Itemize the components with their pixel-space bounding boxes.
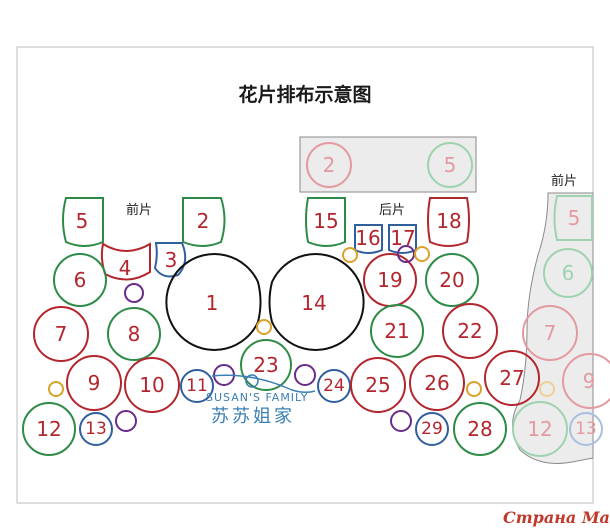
connector-gold-circle [466,381,482,397]
motif-11-label: 11 [186,376,208,396]
motif-29-label: 29 [421,419,443,439]
front-right-label: 前片 [551,173,577,189]
motif-25-circle [350,357,406,413]
motif-25-label: 25 [365,373,390,397]
motif-16-label: 16 [355,226,380,250]
motif-r13-circle [569,412,603,446]
motif-21-circle [370,304,424,358]
motif-top-5-label: 5 [444,153,457,177]
site-mark: Страна Мам [503,508,610,527]
motif-2-label: 2 [197,209,210,233]
motif-15-label: 15 [313,209,338,233]
motif-14-label: 14 [301,291,326,315]
watermark-english: SUSAN'S FAMILY [206,391,308,404]
connector-purple-circle [124,283,144,303]
watermark-swoosh [211,374,316,394]
motif-r5-label: 5 [568,206,581,230]
motif-r5-shape [553,195,593,241]
watermark-chinese: 苏苏姐家 [211,406,295,427]
motif-3-label: 3 [165,248,178,272]
connector-purple-circle [390,410,412,432]
motif-9-circle [66,355,122,411]
motif-7-circle [33,306,89,362]
motif-r9-label: 9 [583,369,596,393]
motif-26-circle [409,355,465,411]
motif-8-circle [107,307,161,361]
motif-22-circle [442,303,498,359]
motif-20-circle [425,253,479,307]
connector-purple-circle [115,410,137,432]
motif-28-label: 28 [467,417,492,441]
motif-12-circle [22,402,76,456]
motif-26-label: 26 [424,371,449,395]
motif-23-label: 23 [253,353,278,377]
motif-4-shape [100,242,151,281]
motif-9-label: 9 [88,371,101,395]
motif-18-label: 18 [436,209,461,233]
motif-10-label: 10 [139,373,164,397]
motif-top-2-label: 2 [323,153,336,177]
motif-22-label: 22 [457,319,482,343]
motif-r6-label: 6 [562,261,575,285]
motif-27-label: 27 [499,366,524,390]
motif-top-5-circle [427,142,473,188]
motif-10-circle [124,357,180,413]
motif-23-circle [240,339,292,391]
motif-r6-circle [543,248,593,298]
diagram-frame [16,46,594,504]
motif-29-circle [415,412,449,446]
motif-12-label: 12 [36,417,61,441]
motif-24-label: 24 [323,376,345,396]
connector-gold-circle [414,246,430,262]
motif-7-label: 7 [55,322,68,346]
motif-r7-circle [522,305,578,361]
motif-top-2-circle [306,142,352,188]
connector-gold-circle [48,381,64,397]
motif-28-circle [453,402,507,456]
back-label: 后片 [379,203,405,218]
motif-24-circle [317,369,351,403]
motif-2-shape [182,197,226,247]
motif-15-shape [305,197,346,247]
motif-13-circle [79,412,113,446]
connector-purple-circle [294,364,316,386]
motif-5-shape [62,197,104,247]
watermark-yarn-ball-icon [245,374,259,388]
motif-r7-label: 7 [544,321,557,345]
connector-gold-circle [256,319,272,335]
motif-20-label: 20 [439,268,464,292]
diagram-title: 花片排布示意图 [238,83,371,106]
motif-8-label: 8 [128,322,141,346]
motif-11-circle [180,369,214,403]
motif-1-label: 1 [206,291,219,315]
motif-6-label: 6 [74,268,87,292]
connector-circle [539,381,555,397]
motif-21-label: 21 [384,319,409,343]
motif-19-label: 19 [377,268,402,292]
motif-r12-circle [512,401,568,457]
motif-3-shape [153,242,187,278]
motif-5-label: 5 [76,209,89,233]
motif-4-label: 4 [119,256,132,280]
motif-14-shape [268,253,365,351]
motif-r12-label: 12 [527,417,552,441]
motif-6-circle [53,253,107,307]
motif-27-circle [484,350,540,406]
top-panel [299,136,477,193]
front-label: 前片 [126,202,152,218]
motif-18-shape [427,197,470,247]
motif-13-label: 13 [85,419,107,439]
connector-gold-circle [342,247,358,263]
motif-r9-circle [562,353,610,409]
motif-r13-label: 13 [575,419,597,439]
